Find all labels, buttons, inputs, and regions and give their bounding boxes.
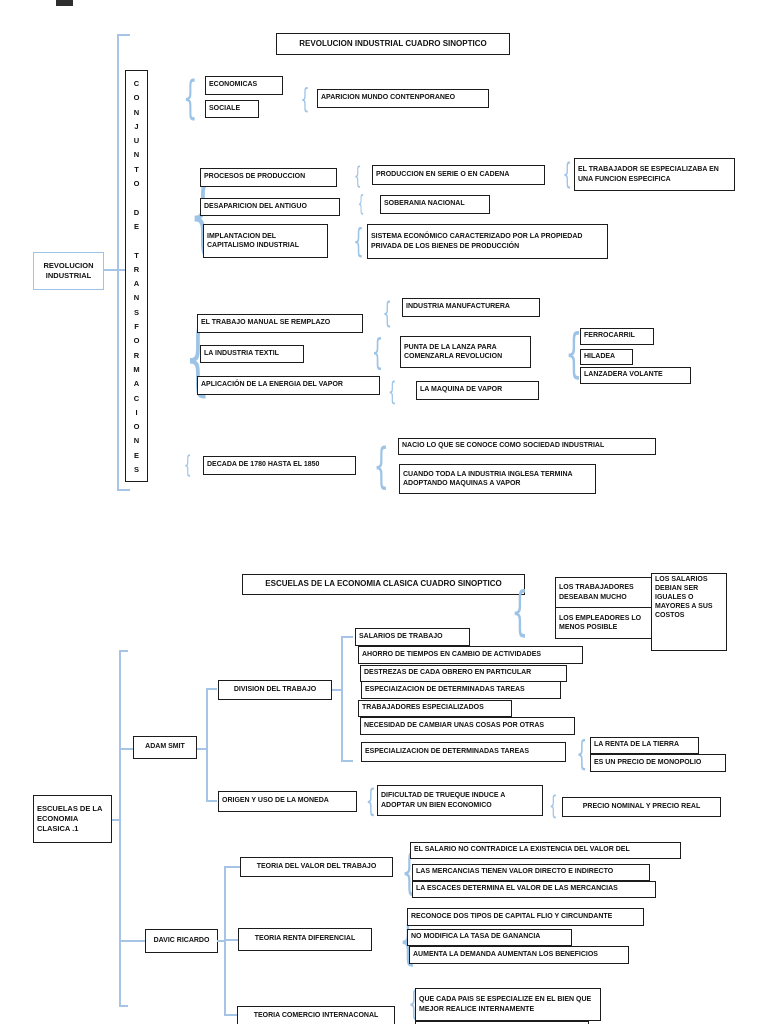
node-salario-no-contradice: EL SALARIO NO CONTRADICE LA EXISTENCIA D… (410, 842, 681, 859)
node-salarios-de-trabajo: SALARIOS DE TRABAJO (355, 628, 470, 646)
node-aparicion-mundo: APARICION MUNDO CONTENPORANEO (317, 89, 489, 108)
node-no-modifica-tasa: NO MODIFICA LA TASA DE GANANCIA (407, 929, 572, 946)
connector-line (341, 760, 353, 762)
node-division-del-trabajo: DIVISION DEL TRABAJO (218, 680, 332, 700)
node-trabajadores-especializados: TRABAJADORES ESPECIALIZADOS (358, 700, 512, 717)
connector-line (117, 34, 119, 491)
connector-line (206, 688, 217, 690)
node-especiaizacion-tareas: ESPECIAIZACION DE DETERMINADAS TAREAS (361, 681, 561, 699)
node-ahorro-de-tiempos: AHORRO DE TIEMPOS EN CAMBIO DE ACTIVIDAD… (358, 646, 583, 664)
connector-line (206, 800, 217, 802)
node-procesos-produccion: PROCESOS DE PRODUCCION (200, 168, 337, 187)
connector-line (341, 636, 353, 638)
node-escuelas-economia-root: ESCUELAS DE LA ECONOMIA CLASICA .1 (33, 795, 112, 843)
node-revolucion-industrial-root: REVOLUCION INDUSTRIAL (33, 252, 104, 290)
brace: { (365, 783, 376, 819)
node-lanzadera-volante: LANZADERA VOLANTE (580, 367, 691, 384)
connector-line (119, 940, 145, 942)
node-punta-de-la-lanza: PUNTA DE LA LANZA PARA COMENZARLA REVOLU… (400, 336, 531, 368)
node-trabajador-especializaba: EL TRABAJADOR SE ESPECIALIZABA EN UNA FU… (574, 158, 735, 191)
connector-line (332, 689, 341, 691)
node-especializacion-tareas-2: ESPECIALIZACION DE DETERMINADAS TAREAS (361, 742, 566, 762)
connector-line (206, 688, 208, 802)
brace: { (300, 82, 310, 115)
node-teoria-comercio-internacional: TEORIA COMERCIO INTERNACONAL (237, 1006, 395, 1024)
node-economicas: ECONOMICAS (205, 76, 283, 95)
node-los-empleadores: LOS EMPLEADORES LO MENOS POSIBLE (555, 607, 653, 639)
node-origen-uso-moneda: ORIGEN Y USO DE LA MONEDA (218, 791, 357, 812)
node-industria-textil: LA INDUSTRIA TEXTIL (200, 345, 304, 363)
connector-line (224, 1014, 237, 1016)
node-renta-de-la-tierra: LA RENTA DE LA TIERRA (590, 737, 699, 754)
brace: { (183, 451, 192, 479)
node-industria-manufacturera: INDUSTRIA MANUFACTURERA (402, 298, 540, 317)
node-ferrocarril: FERROCARRIL (580, 328, 654, 345)
connector-line (224, 866, 240, 868)
node-decada-1780-1850: DECADA DE 1780 HASTA EL 1850 (203, 456, 356, 475)
connector-line (117, 34, 130, 36)
node-produccion-en-serie: PRODUCCION EN SERIE O EN CADENA (372, 165, 545, 185)
node-los-salarios-debian: LOS SALARIOS DEBIAN SER IGUALES O MAYORE… (651, 573, 727, 651)
brace: { (183, 71, 198, 124)
connector-line (217, 940, 224, 942)
connector-line (119, 650, 121, 1007)
connector-line (119, 1005, 128, 1007)
page-edge-mark (56, 0, 73, 6)
node-nacio-sociedad-industrial: NACIO LO QUE SE CONOCE COMO SOCIEDAD IND… (398, 438, 656, 455)
connector-line (117, 489, 130, 491)
node-cuando-industria-inglesa: CUANDO TODA LA INDUSTRIA INGLESA TERMINA… (399, 464, 596, 494)
node-aumenta-demanda: AUMENTA LA DEMANDA AUMENTAN LOS BENEFICI… (409, 946, 629, 964)
connector-line (341, 637, 343, 762)
node-implantacion-capitalismo: IMPLANTACION DEL CAPITALISMO INDUSTRIAL (203, 224, 328, 258)
brace: { (576, 734, 588, 774)
node-trabajo-manual: EL TRABAJO MANUAL SE REMPLAZO (197, 314, 363, 333)
brace: { (357, 192, 365, 217)
brace: { (549, 791, 558, 821)
node-mercancias-valor-directo: LAS MERCANCIAS TIENEN VALOR DIRECTO E IN… (412, 864, 650, 881)
connector-line (119, 650, 128, 652)
brace: { (371, 332, 384, 373)
brace: { (562, 157, 572, 191)
node-dificultad-trueque: DIFICULTAD DE TRUEQUE INDUCE A ADOPTAR U… (377, 785, 543, 816)
node-los-trabajadores: LOS TRABAJADORES DESEABAN MUCHO (555, 577, 652, 608)
node-teoria-renta-diferencial: TEORIA RENTA DIFERENCIAL (238, 928, 372, 951)
node-teoria-valor-trabajo: TEORIA DEL VALOR DEL TRABAJO (240, 857, 393, 877)
partial-box (415, 1021, 589, 1024)
node-desaparicion-antiguo: DESAPARICION DEL ANTIGUO (200, 198, 340, 216)
node-sociale: SOCIALE (205, 100, 259, 118)
node-sistema-economico: SISTEMA ECONÓMICO CARACTERIZADO POR LA P… (367, 224, 608, 259)
brace: { (373, 438, 389, 494)
top-diagram-title: REVOLUCION INDUSTRIAL CUADRO SINOPTICO (276, 33, 510, 55)
node-adam-smit: ADAM SMIT (133, 736, 197, 759)
connector-line (224, 939, 238, 941)
node-hiladea: HILADEA (580, 349, 633, 365)
node-davic-ricardo: DAVIC RICARDO (145, 929, 218, 953)
node-cada-pais-se-especialize: QUE CADA PAIS SE ESPECIALIZE EN EL BIEN … (415, 988, 601, 1021)
connector-line (119, 748, 133, 750)
connector-line (104, 269, 125, 271)
node-aplicacion-energia-vapor: APLICACIÓN DE LA ENERGIA DEL VAPOR (197, 376, 380, 395)
node-escaces-determina-valor: LA ESCACES DETERMINA EL VALOR DE LAS MER… (412, 881, 656, 898)
bottom-diagram-title: ESCUELAS DE LA ECONOMIA CLASICA CUADRO S… (242, 574, 525, 595)
connector-line (112, 819, 119, 821)
brace: { (382, 296, 392, 330)
connector-line (224, 866, 226, 1015)
node-maquina-de-vapor: LA MAQUINA DE VAPOR (416, 381, 539, 400)
node-reconoce-dos-capitales: RECONOCE DOS TIPOS DE CAPITAL FLIO Y CIR… (407, 908, 644, 926)
node-necesidad-de-cambiar: NECESIDAD DE CAMBIAR UNAS COSAS POR OTRA… (360, 717, 575, 735)
connector-line (197, 748, 206, 750)
node-soberania-nacional: SOBERANIA NACIONAL (380, 195, 490, 214)
node-destrezas-obrero: DESTREZAS DE CADA OBRERO EN PARTICULAR (360, 665, 567, 682)
brace: { (353, 162, 362, 190)
brace: { (353, 221, 364, 260)
node-precio-de-monopolio: ES UN PRECIO DE MONOPOLIO (590, 754, 726, 772)
brace: { (388, 377, 397, 407)
node-precio-nominal-real: PRECIO NOMINAL Y PRECIO REAL (562, 797, 721, 817)
